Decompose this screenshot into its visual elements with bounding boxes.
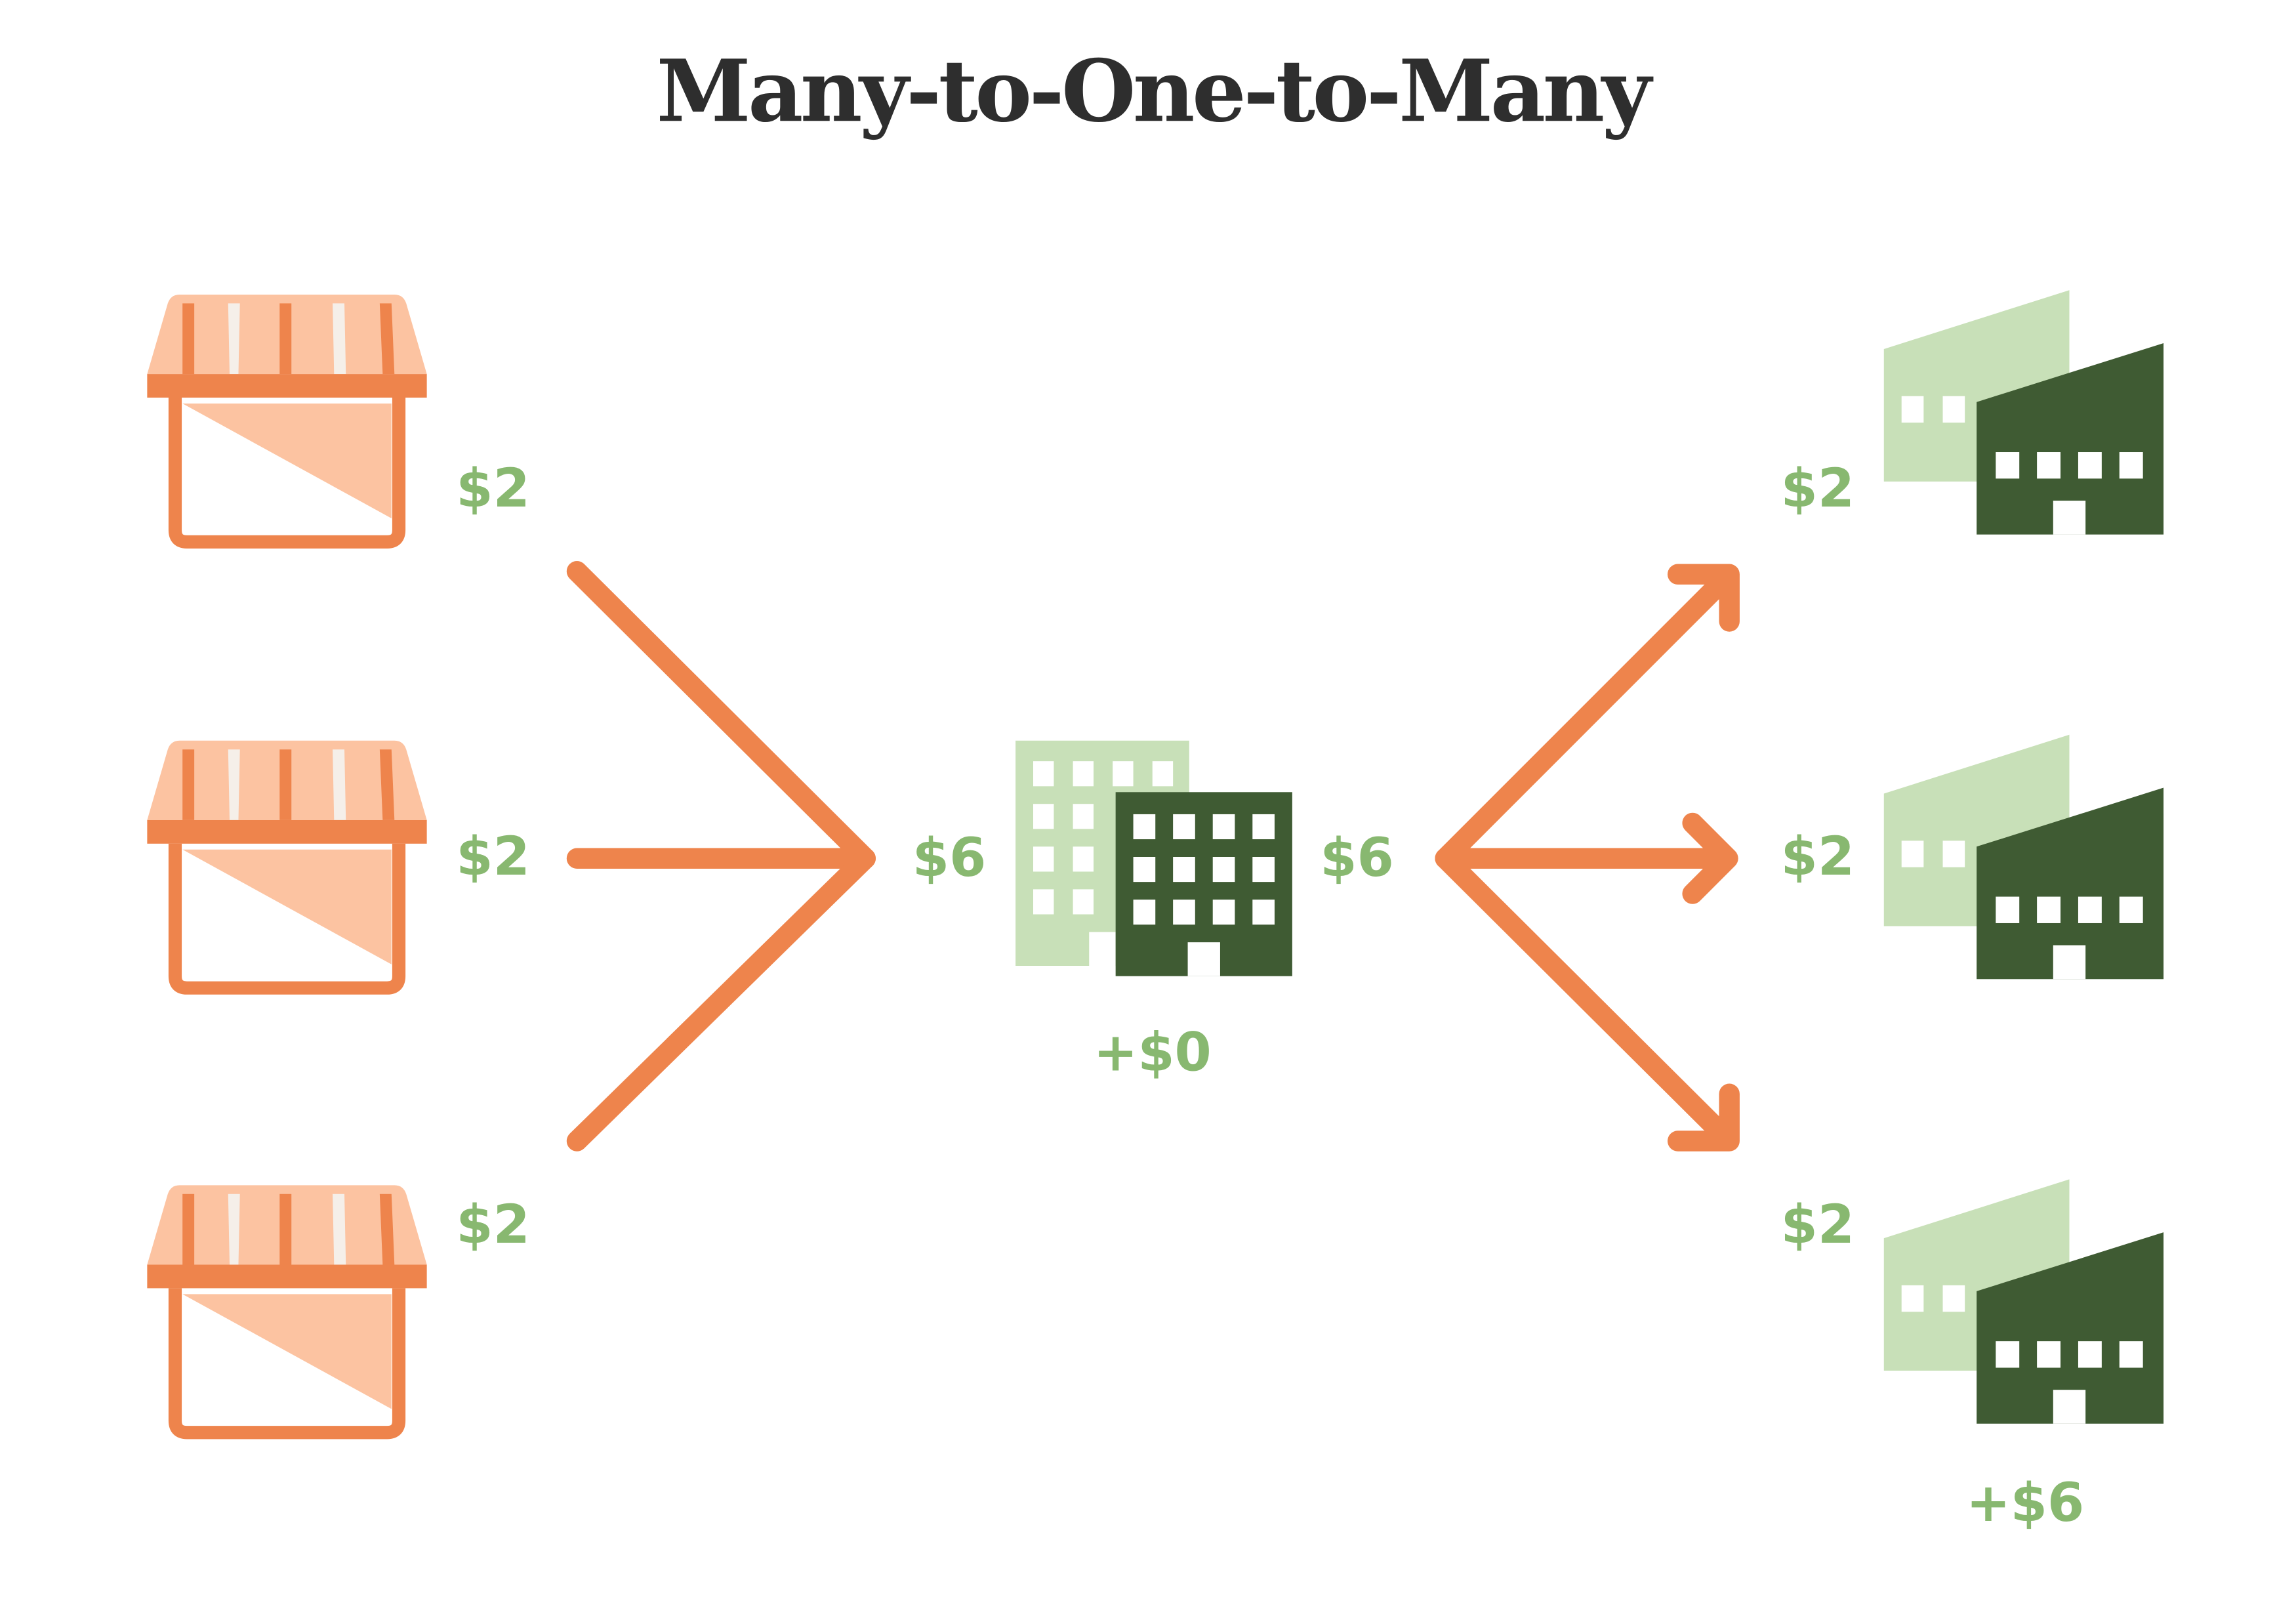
hub-margin: +$0	[1094, 1022, 1212, 1083]
hub-outgoing-amount: $6	[1320, 827, 1393, 889]
destination-factory-2	[1883, 734, 2164, 980]
factory-icon	[1883, 290, 2164, 535]
split-arrow-bottom	[1435, 848, 1740, 1152]
destination-amount-3: $2	[1781, 1194, 1855, 1256]
storefront-icon	[147, 741, 426, 988]
split-arrow-middle	[1435, 812, 1738, 904]
source-store-1	[147, 295, 426, 542]
source-amount-2: $2	[456, 826, 529, 888]
destination-amount-2: $2	[1781, 826, 1855, 888]
source-store-2	[147, 741, 426, 988]
source-amount-1: $2	[456, 458, 529, 520]
merge-line-bottom	[566, 848, 876, 1152]
destination-factory-3	[1883, 1179, 2164, 1424]
diagram-title: Many-to-One-to-Many	[657, 41, 1654, 141]
destination-factory-1	[1883, 290, 2164, 535]
office-building-icon	[1015, 740, 1292, 976]
storefront-icon	[147, 1185, 426, 1432]
factory-icon	[1883, 734, 2164, 980]
storefront-icon	[147, 295, 426, 542]
destination-amount-1: $2	[1781, 458, 1855, 520]
hub-incoming-amount: $6	[912, 827, 986, 889]
hub-building	[1015, 740, 1292, 976]
merge-line-top	[566, 561, 876, 869]
source-amount-3: $2	[456, 1194, 529, 1256]
split-arrow-top	[1435, 564, 1740, 869]
destinations-total: +$6	[1966, 1472, 2084, 1534]
source-store-3	[147, 1185, 426, 1432]
factory-icon	[1883, 1179, 2164, 1424]
